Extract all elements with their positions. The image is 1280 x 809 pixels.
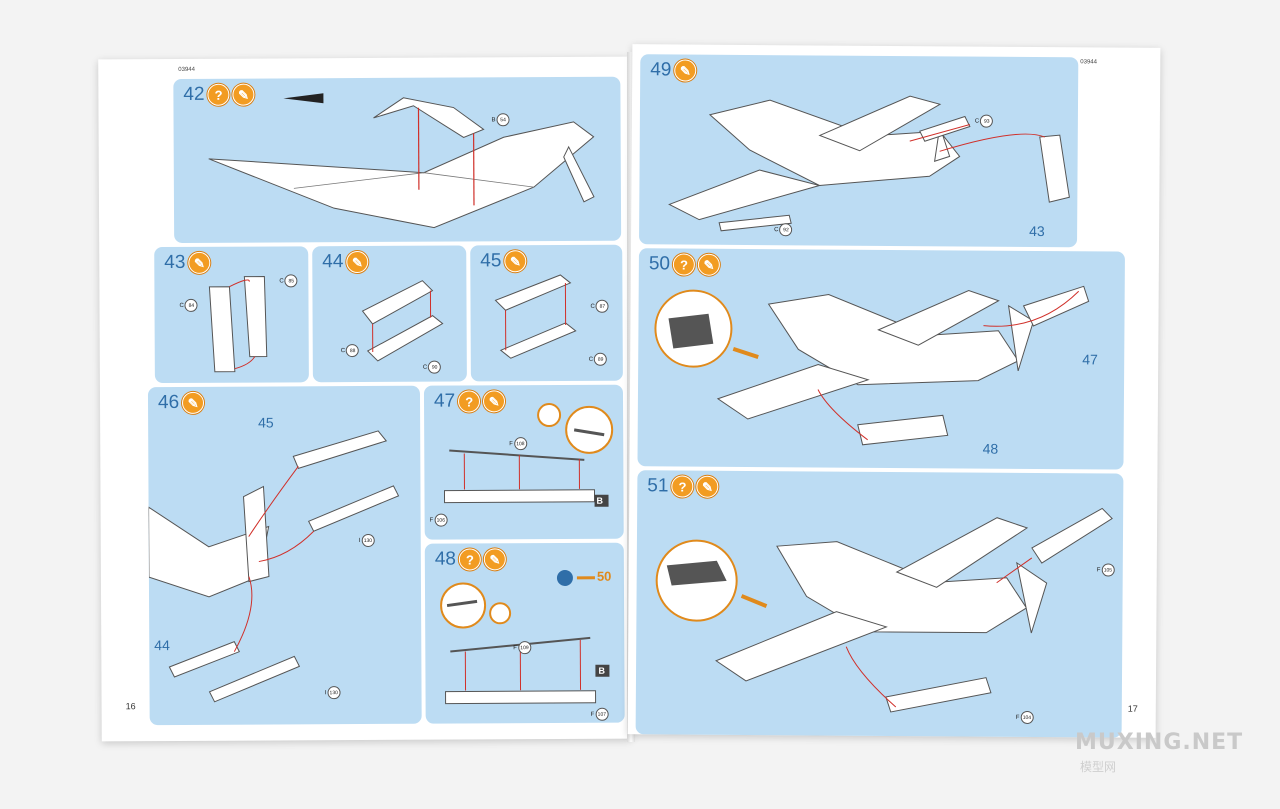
step-48-drawing <box>440 569 610 705</box>
step-label: 48 <box>982 440 999 457</box>
step-50-drawing <box>654 285 1090 446</box>
step-44-drawing <box>361 280 444 362</box>
step-47-drawing <box>443 403 614 507</box>
booklet-code-left: 03944 <box>178 66 195 73</box>
next-step-label: 50 <box>596 568 612 584</box>
step-49-drawing <box>668 95 1070 232</box>
page-number-right: 17 <box>1127 703 1138 714</box>
step-label: 44 <box>154 637 170 654</box>
flag-label: B <box>598 665 605 676</box>
step-label: 43 <box>1029 222 1045 240</box>
step-label: 45 <box>258 414 274 431</box>
watermark-subtext: 模型网 <box>1080 760 1117 774</box>
booklet-code-right: 03944 <box>1080 59 1098 66</box>
step-46-drawing <box>148 430 400 703</box>
flag-label: B <box>596 495 604 506</box>
page-number-left: 16 <box>125 701 136 712</box>
step-51-drawing <box>655 507 1113 713</box>
step-label: 47 <box>1082 351 1098 368</box>
step-42-drawing <box>208 93 595 229</box>
step-50-panel: 50 ? ✎ 47 48 <box>637 248 1125 470</box>
step-43-drawing <box>208 276 268 373</box>
step-45-drawing <box>494 274 577 359</box>
watermark: MUXING.NET <box>1075 730 1244 755</box>
